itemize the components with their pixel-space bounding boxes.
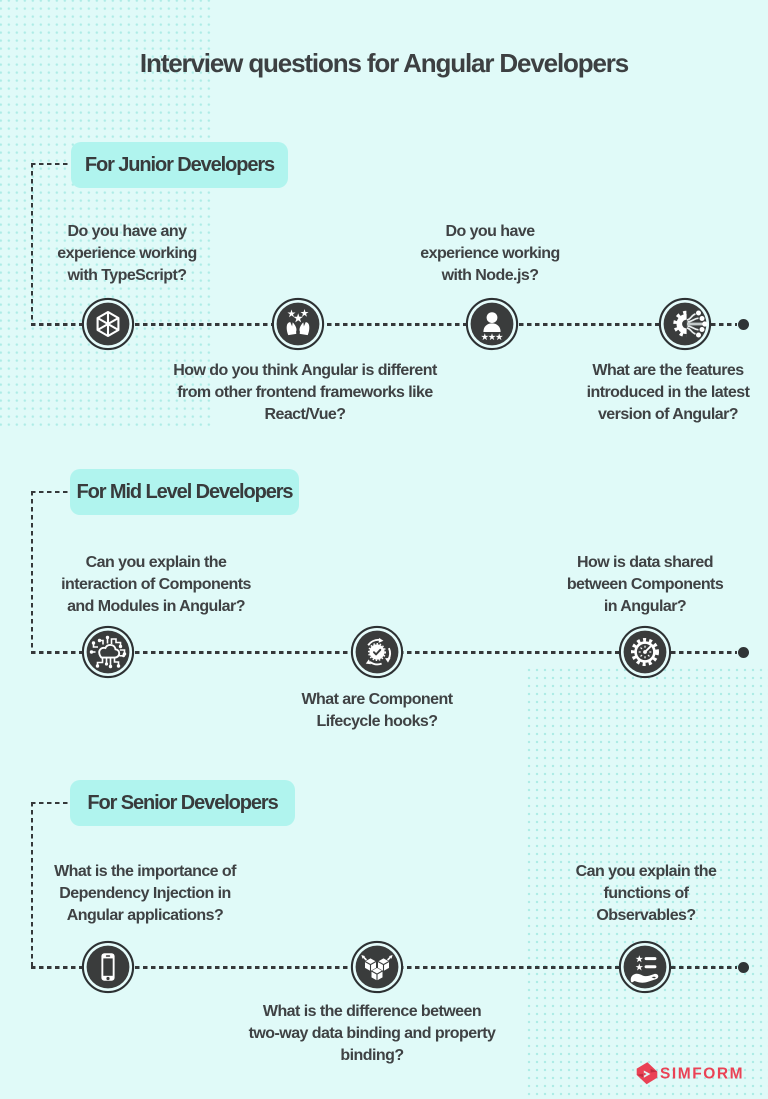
svg-text:SIMFORM: SIMFORM xyxy=(660,1066,744,1083)
